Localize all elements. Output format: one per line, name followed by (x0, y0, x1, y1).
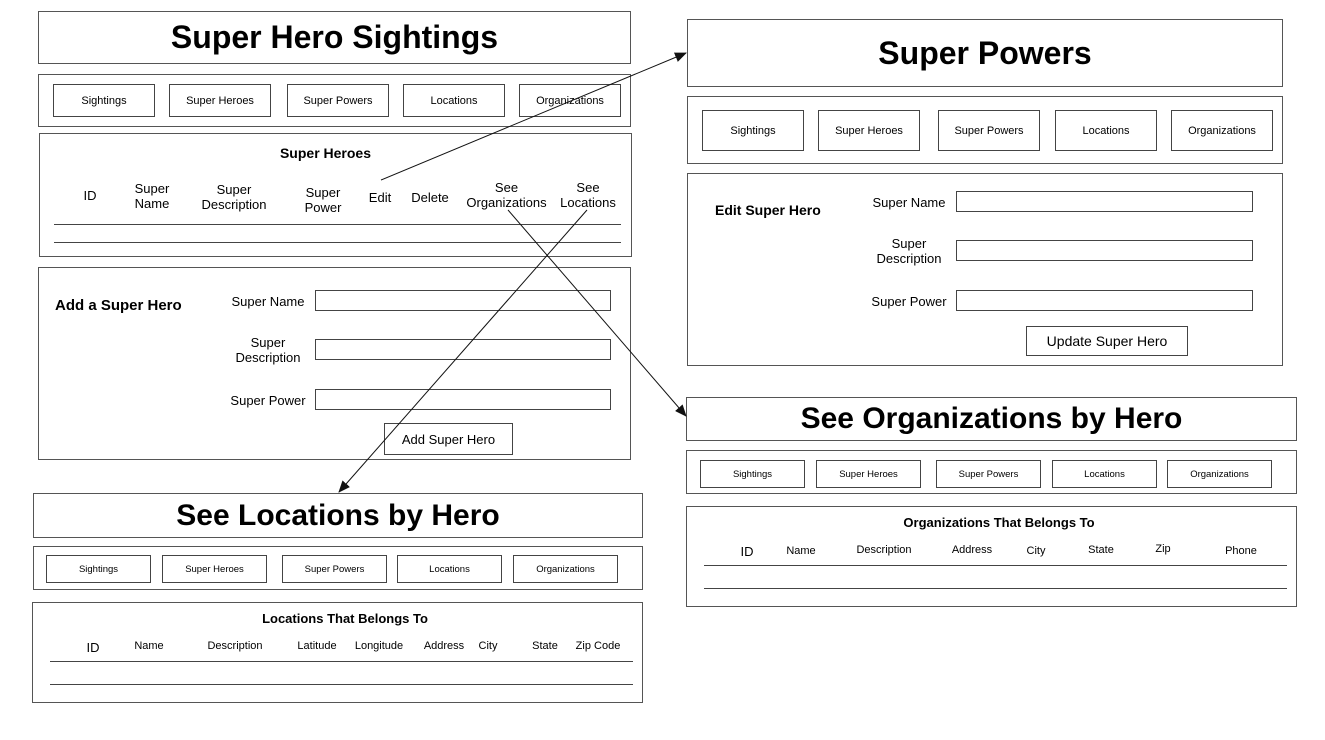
col-phone-header: Phone (1225, 545, 1257, 557)
nav-organizations-button[interactable]: Organizations (519, 84, 621, 117)
add-super-hero-button[interactable]: Add Super Hero (384, 423, 513, 455)
orgs-page-title: See Organizations by Hero (686, 397, 1297, 441)
nav-sightings-button[interactable]: Sightings (53, 84, 155, 117)
table-row (50, 661, 633, 662)
super-power-input[interactable] (956, 290, 1253, 311)
col-state-header: State (1088, 544, 1114, 556)
super-description-input[interactable] (315, 339, 611, 360)
locations-list-heading: Locations That Belongs To (262, 611, 428, 626)
nav-super-heroes-button[interactable]: Super Heroes (169, 84, 271, 117)
super-name-label: Super Name (872, 195, 946, 210)
col-delete-header: Delete (411, 190, 449, 205)
col-name-header: Name (786, 545, 816, 557)
edit-super-hero-heading: Edit Super Hero (715, 202, 821, 218)
nav-super-powers-button[interactable]: Super Powers (282, 555, 387, 583)
nav-organizations-button[interactable]: Organizations (1171, 110, 1273, 151)
nav-super-powers-button[interactable]: Super Powers (936, 460, 1041, 488)
col-zip-header: Zip (1155, 543, 1171, 555)
col-description-header: Description (856, 544, 912, 556)
nav-super-heroes-button[interactable]: Super Heroes (816, 460, 921, 488)
nav-sightings-button[interactable]: Sightings (700, 460, 805, 488)
super-power-label: Super Power (871, 294, 947, 309)
table-row (704, 565, 1287, 566)
col-address-header: Address (951, 544, 993, 556)
sightings-nav-bar: Sightings Super Heroes Super Powers Loca… (38, 74, 631, 127)
table-row (54, 242, 621, 243)
col-city-header: City (1026, 545, 1046, 557)
super-description-input[interactable] (956, 240, 1253, 261)
nav-sightings-button[interactable]: Sightings (702, 110, 804, 151)
locations-nav-bar: Sightings Super Heroes Super Powers Loca… (33, 546, 643, 590)
nav-locations-button[interactable]: Locations (403, 84, 505, 117)
super-power-input[interactable] (315, 389, 611, 410)
super-name-label: Super Name (231, 294, 305, 309)
super-name-input[interactable] (315, 290, 611, 311)
add-super-hero-heading: Add a Super Hero (55, 297, 182, 314)
orgs-list-panel: Organizations That Belongs To ID Name De… (686, 506, 1297, 607)
col-id-header: ID (83, 188, 97, 203)
col-id-header: ID (740, 544, 754, 559)
nav-sightings-button[interactable]: Sightings (46, 555, 151, 583)
orgs-nav-bar: Sightings Super Heroes Super Powers Loca… (686, 450, 1297, 494)
nav-locations-button[interactable]: Locations (1055, 110, 1157, 151)
update-super-hero-button[interactable]: Update Super Hero (1026, 326, 1188, 356)
col-longitude-header: Longitude (354, 640, 404, 652)
nav-super-powers-button[interactable]: Super Powers (938, 110, 1040, 151)
orgs-list-heading: Organizations That Belongs To (903, 515, 1095, 530)
col-id-header: ID (86, 640, 100, 655)
nav-organizations-button[interactable]: Organizations (513, 555, 618, 583)
nav-locations-button[interactable]: Locations (1052, 460, 1157, 488)
super-name-input[interactable] (956, 191, 1253, 212)
col-name-header: Name (134, 640, 164, 652)
col-latitude-header: Latitude (297, 640, 337, 652)
powers-page-title: Super Powers (687, 19, 1283, 87)
locations-page-title: See Locations by Hero (33, 493, 643, 538)
col-edit-header: Edit (368, 190, 392, 205)
sightings-page-title: Super Hero Sightings (38, 11, 631, 64)
super-heroes-list-heading: Super Heroes (279, 145, 372, 161)
nav-organizations-button[interactable]: Organizations (1167, 460, 1272, 488)
col-state-header: State (532, 640, 558, 652)
col-description-header: Description (207, 640, 263, 652)
table-row (54, 224, 621, 225)
locations-list-panel: Locations That Belongs To ID Name Descri… (32, 602, 643, 703)
nav-super-heroes-button[interactable]: Super Heroes (162, 555, 267, 583)
nav-locations-button[interactable]: Locations (397, 555, 502, 583)
col-address-header: Address (423, 640, 465, 652)
col-city-header: City (478, 640, 498, 652)
powers-nav-bar: Sightings Super Heroes Super Powers Loca… (687, 96, 1283, 164)
table-row (50, 684, 633, 685)
nav-super-heroes-button[interactable]: Super Heroes (818, 110, 920, 151)
table-row (704, 588, 1287, 589)
nav-super-powers-button[interactable]: Super Powers (287, 84, 389, 117)
super-power-label: Super Power (230, 393, 306, 408)
col-zip-code-header: Zip Code (575, 640, 621, 652)
